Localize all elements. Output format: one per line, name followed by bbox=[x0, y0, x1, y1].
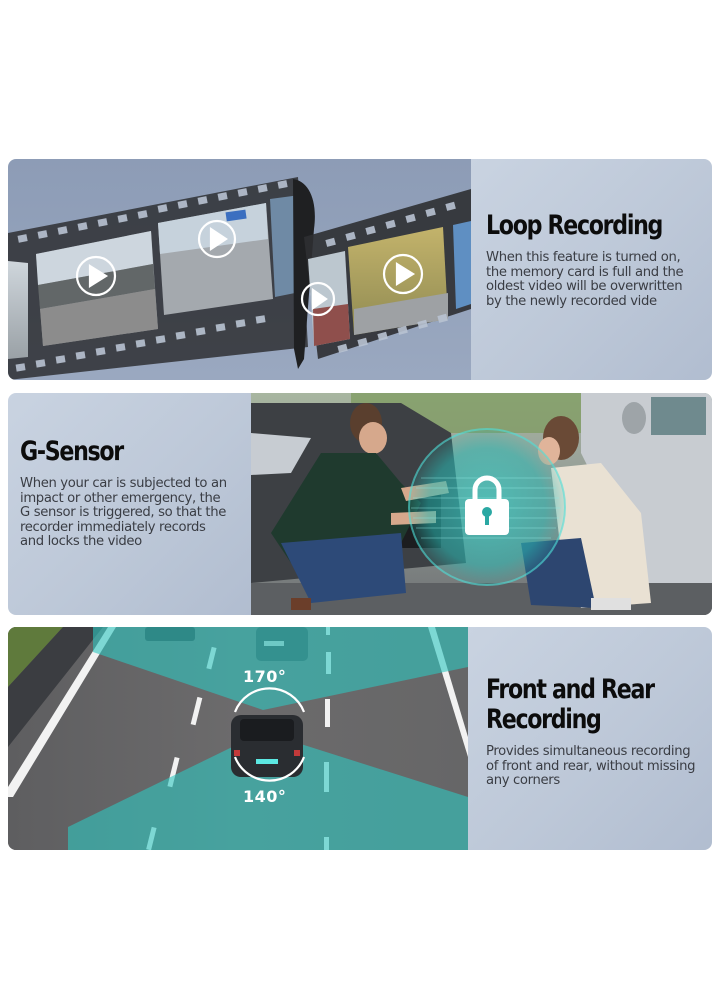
description-line: by the newly recorded vide bbox=[486, 293, 657, 309]
highway-image: 170° 140° bbox=[8, 627, 468, 850]
g-sensor-text-panel: G-Sensor When your car is subjected to a… bbox=[8, 393, 251, 615]
feature-title: Loop Recording bbox=[486, 210, 663, 241]
rear-view-cone bbox=[68, 732, 468, 850]
front-angle-arc bbox=[233, 687, 306, 713]
feature-description: Provides simultaneous recording of front… bbox=[486, 744, 712, 789]
sprocket-holes bbox=[15, 180, 288, 372]
description-line: any corners bbox=[486, 773, 560, 789]
description-line: recorder immediately records bbox=[20, 519, 206, 535]
guardrail bbox=[8, 627, 103, 747]
play-icon bbox=[382, 253, 424, 295]
feature-title: Front and Rear Recording bbox=[486, 675, 671, 735]
description-line: of front and rear, without missing bbox=[486, 758, 696, 774]
film-curl bbox=[293, 179, 315, 369]
front-angle-label: 170° bbox=[243, 667, 287, 686]
description-line: oldest video will be overwritten bbox=[486, 279, 683, 295]
loop-recording-text-panel: Loop Recording When this feature is turn… bbox=[471, 159, 712, 380]
feature-title: G-Sensor bbox=[20, 436, 124, 467]
lock-icon bbox=[465, 475, 509, 535]
film-strip-image bbox=[8, 159, 471, 380]
play-icon bbox=[197, 219, 237, 259]
description-line: and locks the video bbox=[20, 534, 142, 550]
title-line: Recording bbox=[486, 704, 602, 735]
front-rear-text-panel: Front and Rear Recording Provides simult… bbox=[468, 627, 712, 850]
main-car bbox=[231, 715, 303, 777]
front-view-cone bbox=[93, 627, 468, 710]
loop-recording-card: Loop Recording When this feature is turn… bbox=[8, 159, 712, 380]
title-line: Front and Rear bbox=[486, 674, 655, 705]
feature-description: When this feature is turned on, the memo… bbox=[486, 250, 712, 309]
description-line: impact or other emergency, the bbox=[20, 490, 221, 506]
g-sensor-card: G-Sensor When your car is subjected to a… bbox=[8, 393, 712, 615]
description-line: When this feature is turned on, bbox=[486, 250, 681, 265]
play-icon bbox=[75, 255, 117, 297]
front-rear-recording-card: 170° 140° Front and Rear Recording Provi… bbox=[8, 627, 712, 850]
description-line: the memory card is full and the bbox=[486, 264, 684, 280]
feature-description: When your car is subjected to an impact … bbox=[20, 476, 251, 550]
description-line: Provides simultaneous recording bbox=[486, 744, 691, 759]
play-icon bbox=[300, 281, 336, 317]
description-line: G sensor is triggered, so that the bbox=[20, 505, 226, 521]
right-car bbox=[581, 393, 712, 583]
collision-scene-image bbox=[251, 393, 712, 615]
rear-angle-label: 140° bbox=[243, 787, 287, 806]
description-line: When your car is subjected to an bbox=[20, 476, 227, 491]
rear-angle-arc bbox=[233, 756, 306, 782]
